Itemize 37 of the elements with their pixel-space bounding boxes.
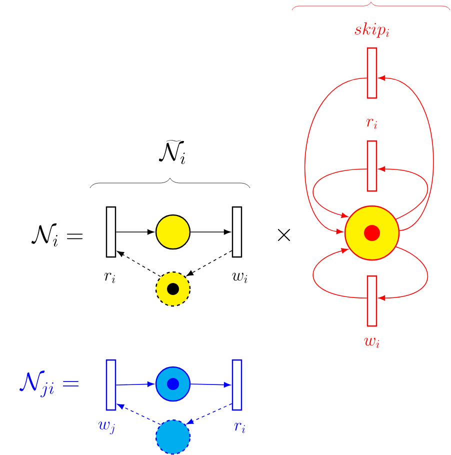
arrow: [312, 168, 368, 218]
arrow: [378, 166, 428, 220]
transition-label: $r_i$: [104, 272, 115, 284]
formula-label: $\mathcal{N}_{ji} =$: [20, 370, 79, 398]
transition-label: $w_i$: [364, 338, 380, 348]
transition-bar: [106, 359, 116, 411]
transition-label: $w_j$: [98, 422, 115, 434]
arrow: [116, 229, 154, 235]
arrow: [117, 404, 161, 425]
times-sign: $\times$: [278, 229, 290, 241]
arrow: [304, 78, 368, 234]
formula-label: $\mathcal{N}_i =$: [32, 223, 83, 247]
transition-bar: [106, 206, 116, 258]
arrow: [186, 403, 232, 424]
transition-bar: [366, 47, 378, 99]
place-circle: [155, 214, 191, 250]
transition-label: $w_i$: [232, 272, 248, 284]
transition-bar: [232, 206, 242, 258]
transition-label: $r_i$: [366, 118, 377, 130]
arrow: [312, 248, 368, 298]
place-circle: [155, 419, 191, 455]
transition-bar: [366, 140, 378, 192]
transition-bar: [232, 359, 242, 411]
arrow: [117, 251, 161, 277]
arrow: [378, 246, 428, 301]
transition-label: $r_i$: [234, 422, 245, 434]
place-circle: [344, 205, 400, 261]
place-circle: [155, 366, 191, 402]
formula-label: $\widetilde{\mathcal{N}}_i$: [158, 140, 185, 164]
arrow: [116, 382, 154, 387]
arrow: [190, 382, 231, 388]
arrow: [378, 75, 434, 231]
transition-label: $skip_i$: [354, 22, 389, 38]
arrow: [186, 250, 232, 276]
arrow: [190, 229, 231, 235]
place-circle: [155, 271, 191, 307]
transition-bar: [366, 275, 378, 327]
